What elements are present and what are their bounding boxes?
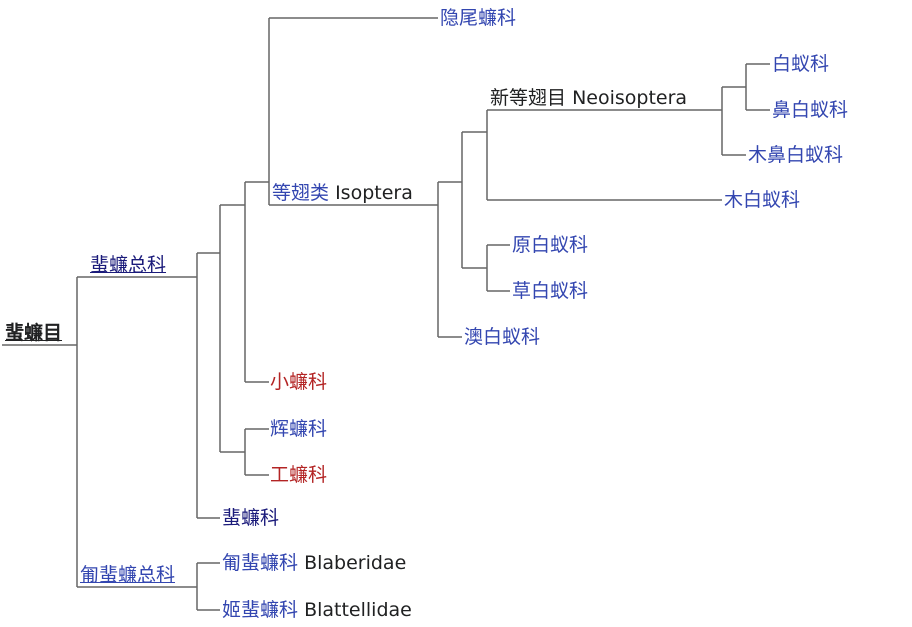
archotermopsidae-link[interactable]: 原白蚁科: [512, 234, 589, 256]
branch-neo: [486, 109, 722, 292]
neoisoptera-label: 新等翅目 Neoisoptera: [490, 86, 687, 110]
branch-isoptera: [437, 131, 487, 338]
blattellidae-link[interactable]: 姬蜚蠊科: [222, 599, 299, 621]
kalotermitidae-link[interactable]: 木白蚁科: [724, 189, 801, 211]
blaberidae-latin: Blaberidae: [304, 552, 407, 574]
blattidae-link[interactable]: 蜚蠊科: [222, 507, 280, 529]
branch-blattoidea: [196, 204, 245, 519]
blattellidae-label: 姬蜚蠊科 Blattellidae: [222, 598, 412, 622]
stylotermitidae-link[interactable]: 木鼻白蚁科: [748, 144, 844, 166]
neoisoptera-latin: Neoisoptera: [572, 87, 688, 109]
rhinotermitidae-link[interactable]: 鼻白蚁科: [772, 99, 849, 121]
root-label: 蜚蠊目: [5, 322, 63, 344]
blaberidae-label: 匍蜚蠊科 Blaberidae: [222, 551, 406, 575]
blaberoidea-link[interactable]: 匍蜚蠊总科: [80, 564, 176, 586]
isoptera-latin: Isoptera: [335, 182, 413, 204]
branch-ectobiid: [244, 428, 269, 476]
mastotermitidae-link[interactable]: 澳白蚁科: [464, 326, 541, 348]
branch-neoisoptera: [721, 63, 770, 156]
branch-inner: [244, 17, 438, 383]
cryptocercidae-link[interactable]: 隐尾蠊科: [440, 7, 517, 29]
termitidae-link[interactable]: 白蚁科: [772, 53, 830, 75]
neoisoptera-zh: 新等翅目: [490, 87, 567, 109]
blattellidae-latin: Blattellidae: [304, 599, 412, 621]
isoptera-link[interactable]: 等翅类: [272, 182, 330, 204]
blaberidae-link[interactable]: 匍蜚蠊科: [222, 552, 299, 574]
lamproblattidae-link[interactable]: 辉蠊科: [270, 418, 328, 440]
branch-blaberoidea: [196, 562, 220, 611]
blattoidea-link[interactable]: 蜚蠊总科: [90, 254, 167, 276]
isoptera-label: 等翅类 Isoptera: [272, 181, 413, 205]
anaplectidae-redlink[interactable]: 工蠊科: [270, 464, 328, 486]
small-cockroach-redlink[interactable]: 小蠊科: [270, 371, 328, 393]
branch-root: [2, 276, 197, 588]
hodotermitidae-link[interactable]: 草白蚁科: [512, 280, 589, 302]
